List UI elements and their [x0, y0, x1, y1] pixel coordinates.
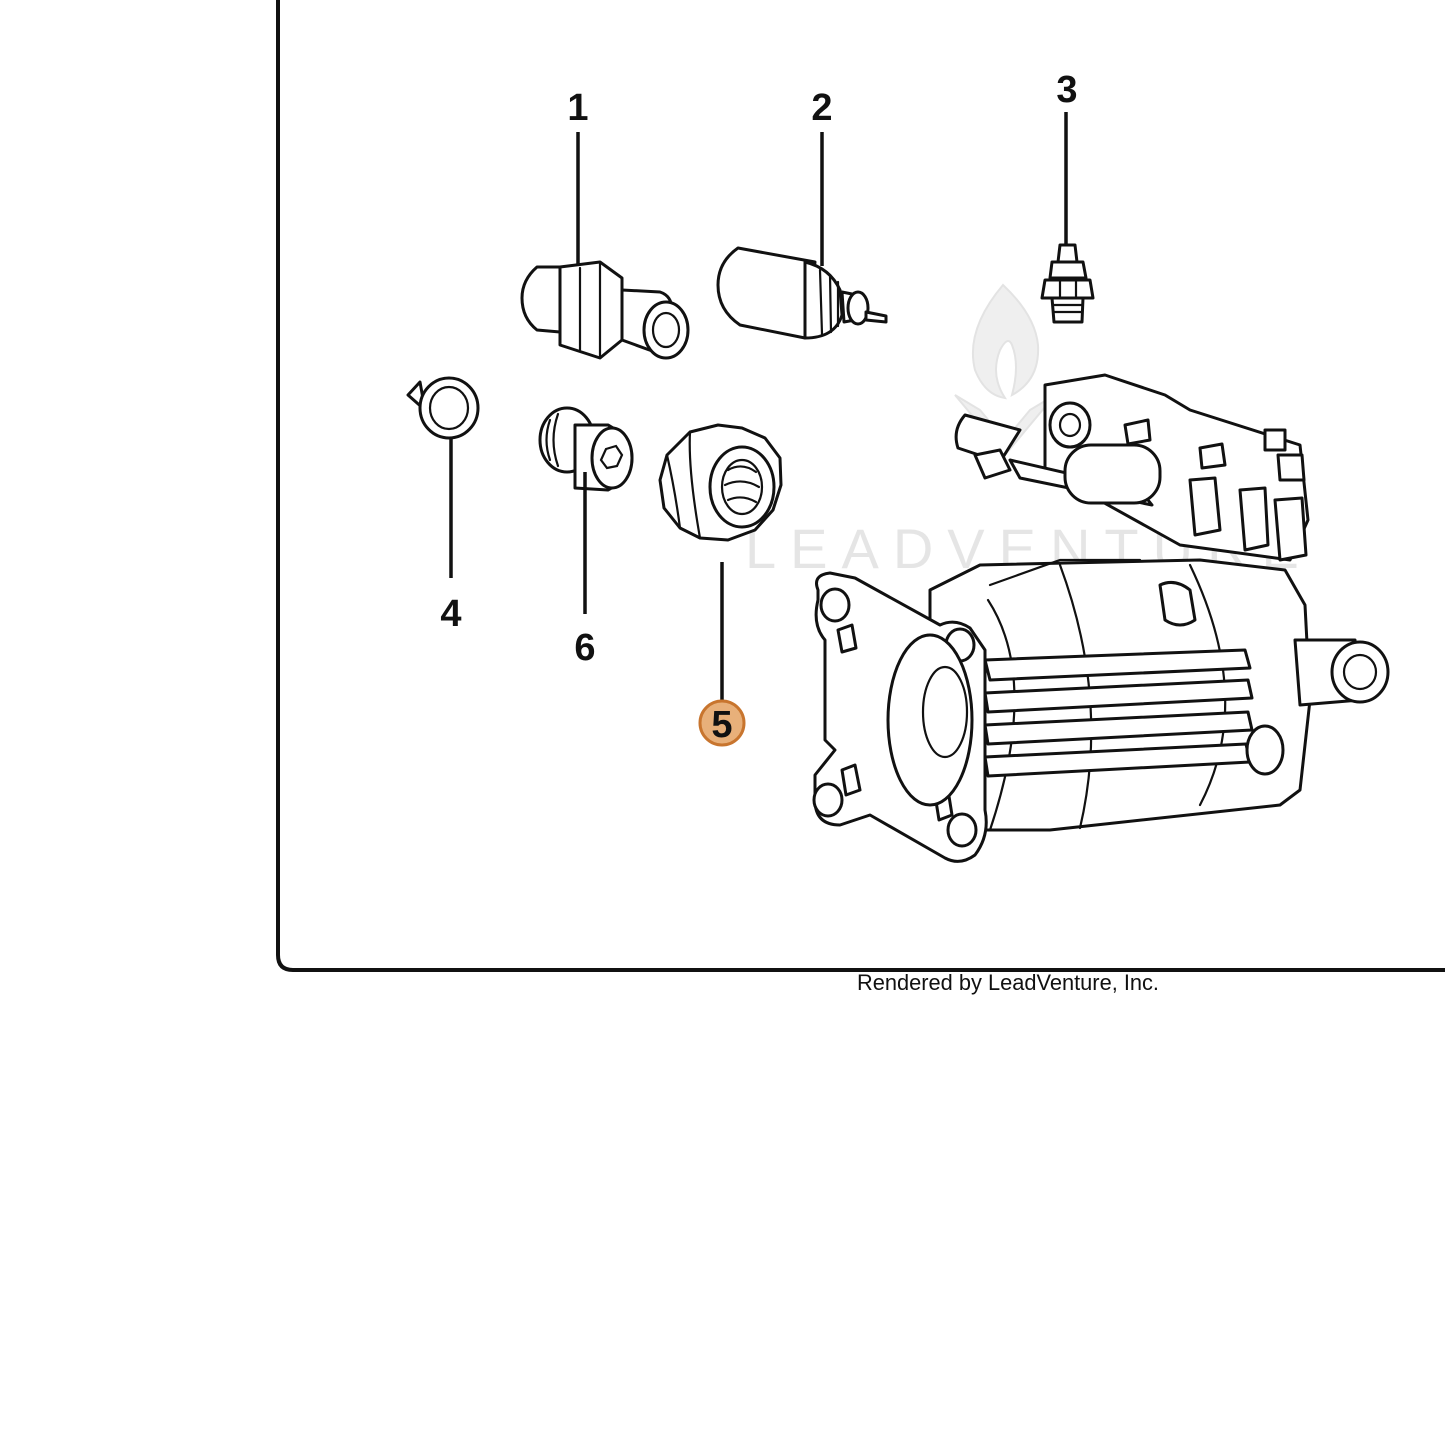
part-2-valve-cartridge[interactable]	[716, 246, 888, 340]
part-3-nipple-fitting[interactable]	[1040, 243, 1095, 324]
svg-text:4: 4	[440, 593, 461, 635]
part-5-knurled-nut[interactable]	[658, 423, 783, 542]
render-credit: Rendered by LeadVenture, Inc.	[857, 970, 1159, 995]
svg-text:6: 6	[574, 627, 595, 669]
part-1-adapter[interactable]	[520, 260, 690, 360]
callout-4[interactable]: 4	[440, 593, 461, 635]
diagram-border	[276, 0, 1445, 972]
callout-5-highlighted[interactable]: 5	[698, 699, 746, 747]
svg-text:5: 5	[711, 704, 732, 746]
svg-text:3: 3	[1056, 69, 1077, 111]
callout-1[interactable]: 1	[567, 87, 588, 129]
callout-3[interactable]: 3	[1056, 69, 1077, 111]
pump-assembly	[812, 373, 1390, 863]
callout-2[interactable]: 2	[811, 87, 832, 129]
part-6-hex-plug[interactable]	[538, 406, 634, 492]
callout-6[interactable]: 6	[574, 627, 595, 669]
part-4-o-ring[interactable]	[406, 376, 480, 440]
svg-text:1: 1	[567, 87, 588, 129]
svg-text:2: 2	[811, 87, 832, 129]
callout-5-badge	[698, 699, 746, 747]
